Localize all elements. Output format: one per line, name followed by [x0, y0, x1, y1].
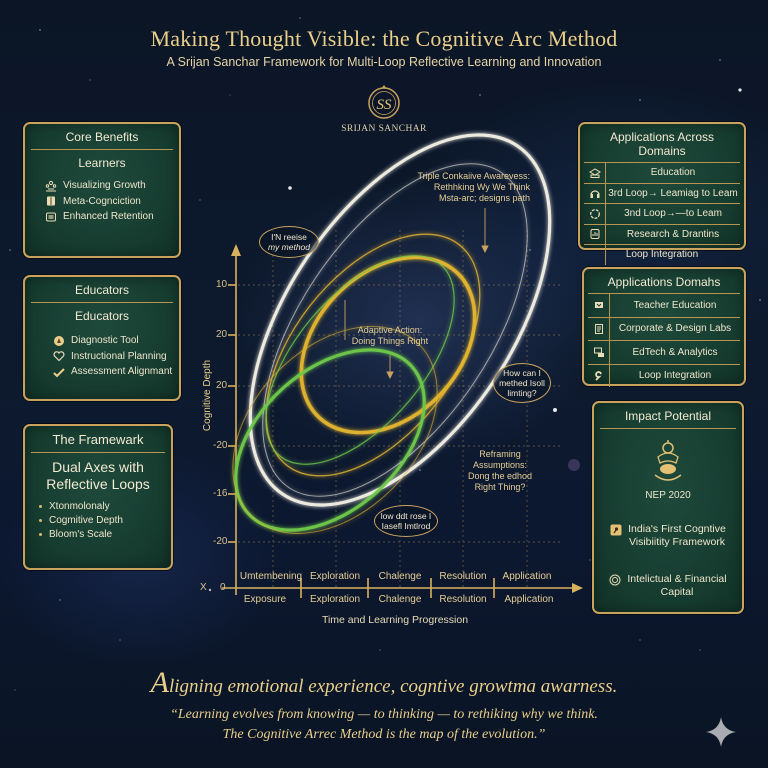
closing-quote: “Learning evolves from knowing — to thin…	[170, 707, 598, 742]
diagnostic-icon	[53, 335, 65, 347]
framework-bullet: Cogmitive Depth	[39, 513, 171, 527]
chart-grid	[238, 230, 560, 590]
y-tick: -20	[213, 536, 228, 547]
x-category-top: Umtembening	[239, 571, 303, 582]
y-tick: 20	[216, 329, 228, 340]
logo-wordmark: SRIJAN SANCHAR	[341, 124, 427, 134]
domain-row: EdTech & Analytics	[588, 340, 740, 364]
computer-icon	[588, 341, 610, 364]
y-tick: -16	[213, 488, 228, 499]
x-category-top: Exploration	[309, 571, 361, 582]
framework-bullet: Xtonmolonaly	[39, 499, 171, 513]
cycle-icon	[584, 204, 606, 224]
outer-loop	[248, 133, 552, 507]
y-axis-label: Cognitive Depth	[202, 359, 214, 432]
x-category-top: Application	[502, 571, 552, 582]
domain-row: Research & Drantins	[584, 223, 740, 244]
nep-label: NEP 2020	[645, 490, 691, 501]
globe-icon	[609, 574, 621, 586]
x-category-bottom: Application	[504, 594, 554, 605]
adaptive-action-annotation: Adaptive Action: Doing Things Right	[351, 325, 429, 346]
domain-row: Teacher Education	[588, 293, 740, 317]
check-icon	[53, 366, 65, 378]
book-icon	[45, 195, 57, 207]
applications-across-title: Applications Across Domains	[609, 130, 715, 158]
chart-axes	[222, 252, 575, 598]
framework-title: The Framewark	[31, 426, 165, 453]
educators-title: Educators	[31, 277, 173, 303]
badge-icon	[610, 524, 622, 536]
tagline: Aligning emotional experience, cogntive …	[150, 666, 618, 699]
domain-row: Loop Integration	[584, 244, 740, 265]
x-category-bottom: Exposure	[243, 594, 287, 605]
educator-item: Diagnostic Tool	[53, 333, 179, 349]
core-benefits-title: Core Benefits	[31, 124, 173, 150]
srijan-sanchar-logo-icon: SS	[368, 85, 400, 119]
triple-loop-annotation: Triple Conkaiive Awarevess: Rethhking Wy…	[417, 171, 530, 203]
svg-text:SS: SS	[377, 97, 393, 113]
benefit-item: Enhanced Retention	[45, 209, 179, 225]
zero-label: 0	[220, 582, 226, 593]
memory-icon	[45, 211, 57, 223]
framework-bullet: Bloom's Scale	[39, 527, 171, 541]
domain-row: Education	[584, 162, 740, 183]
people-growth-icon	[45, 180, 57, 192]
y-tick: 20	[216, 380, 228, 391]
x-origin-label: X	[200, 582, 207, 593]
page-title: Making Thought Visible: the Cognitive Ar…	[150, 26, 618, 51]
educators-heading: Educators	[74, 309, 130, 323]
benefit-item: Meta-Cognciction	[45, 194, 179, 210]
domain-row: Loop Integration	[588, 363, 740, 387]
headphones-icon	[584, 183, 606, 203]
graduation-icon	[584, 163, 606, 183]
learners-heading: Learners	[78, 156, 126, 170]
y-axis-arrow-icon	[231, 244, 241, 256]
x-category-bottom: Resolution	[439, 594, 487, 605]
inner-loop	[234, 348, 426, 532]
heart-icon	[53, 350, 65, 362]
middle-loop	[299, 255, 477, 435]
reframing-annotation: Reframing Assumptions: Dong the edhod Ri…	[467, 449, 533, 492]
domain-row: 3nd Loop→—to Leam	[584, 203, 740, 224]
x-category-bottom: Chalenge	[378, 594, 422, 605]
framework-heading: Dual Axes with Reflective Loops	[46, 459, 150, 492]
applications-domains-panel: Applications Domahs Teacher Education Co…	[582, 267, 746, 387]
y-tick: 10	[216, 279, 228, 290]
nep-emblem-icon	[654, 440, 682, 481]
domain-row: 3rd Loop→ Leamiag to Leam	[584, 182, 740, 203]
x-category-bottom: Exploration	[309, 594, 361, 605]
x-axis-arrow-icon	[572, 583, 583, 593]
x-category-top: Resolution	[439, 571, 487, 582]
document-icon	[588, 317, 610, 340]
loop-icon	[588, 364, 610, 387]
applications-across-panel: Applications Across Domains Education 3r…	[578, 122, 746, 265]
framework-panel: The Framewark Dual Axes with Reflective …	[23, 424, 173, 570]
y-tick: -20	[213, 440, 228, 451]
impact-potential-panel: Impact Potential NEP 2020 India's First …	[592, 401, 744, 614]
educators-panel: Educators Educators Diagnostic Tool Inst…	[23, 275, 181, 401]
educator-item: Instructional Planning	[53, 349, 179, 365]
applications-domains-title: Applications Domahs	[607, 275, 721, 289]
sparkle-icon	[706, 717, 736, 747]
x-category-top: Chalenge	[378, 571, 422, 582]
teacher-icon	[588, 294, 610, 317]
x-axis-title: Time and Learning Progression	[321, 614, 469, 626]
page-subtitle: A Srijan Sanchar Framework for Multi-Loo…	[166, 55, 602, 69]
report-icon	[584, 224, 606, 244]
impact-title: Impact Potential	[600, 403, 736, 429]
core-benefits-panel: Core Benefits Learners Visualizing Growt…	[23, 122, 181, 258]
benefit-item: Visualizing Growth	[45, 178, 179, 194]
educator-item: Assessment Alignmant	[53, 364, 179, 380]
domain-row: Corporate & Design Labs	[588, 316, 740, 340]
